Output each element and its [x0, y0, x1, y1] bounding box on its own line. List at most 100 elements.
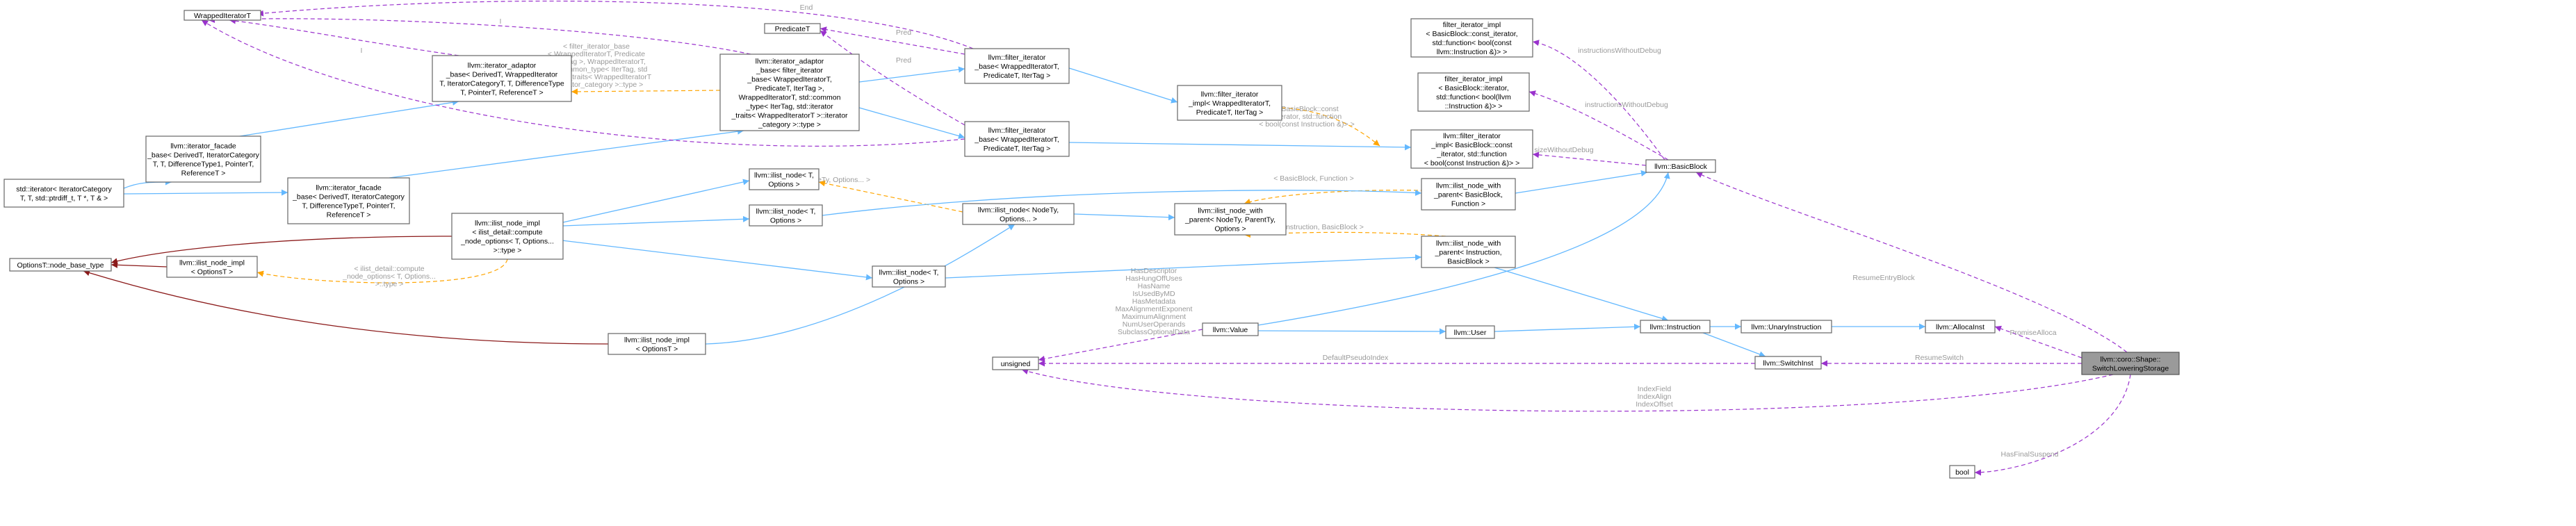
- edge-label-line: SubclassOptionalData: [1118, 328, 1190, 336]
- class-node-label: llvm::coro::Shape::: [2101, 356, 2161, 364]
- class-node-label: SwitchLoweringStorage: [2092, 365, 2169, 373]
- class-node-box: [749, 204, 823, 227]
- edge-compose-ilni_opts-to-optionsT: [111, 261, 168, 268]
- class-node-box: [962, 203, 1075, 225]
- class-node-fib2[interactable]: llvm::filter_iterator_base< WrappedItera…: [964, 121, 1070, 157]
- class-node-label: _traits< WrappedIteratorT >::iterator: [731, 112, 848, 120]
- edge-label-line: End: [800, 3, 813, 12]
- class-node-label: llvm::filter_iterator: [1443, 132, 1501, 140]
- edge-label-line: Pred: [896, 28, 911, 37]
- class-node-label: PredicateT: [775, 25, 810, 33]
- class-node-label: std::function< bool(llvm: [1436, 93, 1511, 101]
- class-node-label: llvm::SwitchInst: [1763, 359, 1813, 368]
- class-node-basicblock[interactable]: llvm::BasicBlock: [1645, 159, 1716, 173]
- class-node-iln_T_opt3[interactable]: llvm::ilist_node< T,Options >: [872, 265, 946, 288]
- class-node-label: BasicBlock >: [1447, 258, 1489, 266]
- class-node-label: _base< WrappedIteratorT,: [974, 135, 1059, 144]
- edge-member-storage-to-unsigned: [1021, 368, 2114, 412]
- class-node-fii_b[interactable]: filter_iterator_impl< BasicBlock::iterat…: [1417, 72, 1530, 112]
- class-node-adaptor2[interactable]: llvm::iterator_adaptor_base< filter_iter…: [719, 54, 860, 131]
- class-node-box: [1421, 236, 1516, 268]
- class-node-fib1[interactable]: llvm::filter_iterator_base< WrappedItera…: [964, 48, 1070, 84]
- edge-inherit-instruction-to-switchinst: [1702, 332, 1766, 358]
- class-node-label: filter_iterator_impl: [1443, 21, 1501, 29]
- class-node-facade2[interactable]: llvm::iterator_facade_base< DerivedT, It…: [287, 177, 410, 224]
- class-node-std_iter[interactable]: std::iterator< IteratorCategoryT, T, std…: [3, 179, 124, 208]
- class-node-bool[interactable]: bool: [1949, 465, 1975, 479]
- class-node-facade1[interactable]: llvm::iterator_facade_base< DerivedT, It…: [145, 135, 261, 183]
- class-node-label: bool: [1955, 468, 1969, 477]
- class-node-iln_nodety[interactable]: llvm::ilist_node< NodeTy,Options... >: [962, 203, 1075, 225]
- class-node-ilni_main[interactable]: llvm::ilist_node_impl< ilist_detail::com…: [451, 213, 564, 260]
- class-node-unary[interactable]: llvm::UnaryInstruction: [1741, 320, 1832, 334]
- class-node-label: llvm::iterator_facade: [170, 142, 236, 151]
- class-node-label: ::Instruction &)> >: [1445, 102, 1503, 110]
- class-node-label: < OptionsT >: [191, 268, 234, 277]
- edge-label-line: >::iterator_category >::type >: [550, 81, 644, 89]
- edge-label-line: >::type >: [375, 280, 404, 288]
- edge-member-fib2-to-predicate: [820, 30, 965, 126]
- edge-label-line: HasHungOffUses: [1125, 274, 1182, 283]
- class-node-value[interactable]: llvm::Value: [1202, 322, 1259, 336]
- class-node-storage[interactable]: llvm::coro::Shape::SwitchLoweringStorage: [2081, 352, 2180, 375]
- class-node-box: [145, 135, 261, 183]
- class-node-label: PredicateT, IterTag >: [984, 145, 1051, 153]
- class-node-predicate[interactable]: PredicateT: [764, 23, 821, 34]
- class-node-ilnwp_bb[interactable]: llvm::ilist_node_with_parent< BasicBlock…: [1421, 178, 1516, 211]
- class-node-wrapped[interactable]: WrappedIteratorT: [184, 10, 261, 21]
- class-node-label: WrappedIteratorT, std::common: [739, 94, 841, 102]
- edge-label: DefaultPseudoIndex: [1323, 354, 1389, 362]
- class-node-box: [764, 23, 821, 34]
- class-node-ilni_opts[interactable]: llvm::ilist_node_impl< OptionsT >: [166, 256, 258, 278]
- class-node-fii1[interactable]: llvm::filter_iterator_impl< WrappedItera…: [1177, 85, 1282, 121]
- class-node-box: [992, 356, 1039, 370]
- edge-label-line: instructionsWithoutDebug: [1585, 101, 1668, 109]
- class-node-label: llvm::UnaryInstruction: [1752, 323, 1822, 331]
- edge-member-fib2-to-wrapped: [201, 19, 965, 147]
- class-node-box: [1421, 178, 1516, 211]
- class-node-label: std::function< bool(const: [1432, 39, 1511, 47]
- edge-template-ilni_main-to-ilni_opts: [256, 258, 508, 283]
- class-node-label: < ilist_detail::compute: [472, 229, 542, 237]
- class-node-label: _parent< BasicBlock,: [1433, 191, 1503, 199]
- edge-inherit-adaptor2-to-fib1: [858, 66, 965, 83]
- class-node-unsigned[interactable]: unsigned: [992, 356, 1039, 370]
- class-node-box: [719, 54, 860, 131]
- class-node-iln_T_opt2[interactable]: llvm::ilist_node< T,Options >: [749, 168, 820, 190]
- class-node-adaptor1[interactable]: llvm::iterator_adaptor_base< DerivedT, W…: [432, 55, 572, 102]
- class-node-label: llvm::ilist_node_with: [1198, 207, 1263, 215]
- class-node-ilni_bottom[interactable]: llvm::ilist_node_impl< OptionsT >: [608, 333, 706, 355]
- class-node-instruction[interactable]: llvm::Instruction: [1640, 320, 1711, 334]
- class-node-box: [287, 177, 410, 224]
- edge-member-fib1-to-wrapped: [256, 0, 974, 49]
- class-node-fii_c[interactable]: llvm::filter_iterator_impl< BasicBlock::…: [1410, 129, 1533, 169]
- edge-label-line: < WrappedIteratorT, Predicate: [548, 50, 645, 58]
- edge-label-line: ResumeEntryBlock: [1852, 274, 1915, 282]
- edge-label-line: IndexField: [1638, 385, 1672, 393]
- class-node-label: < BasicBlock::const_iterator,: [1426, 30, 1517, 38]
- class-node-label: llvm::Instruction: [1650, 323, 1701, 331]
- class-node-optionsT[interactable]: OptionsT::node_base_type: [9, 258, 112, 272]
- edge-label-line: NumUserOperands: [1123, 320, 1185, 329]
- edge-label: I: [500, 17, 502, 26]
- edge-member-adaptor2-to-wrapped: [208, 17, 751, 55]
- edge-label-line: IndexAlign: [1637, 393, 1671, 401]
- edge-label-line: HasName: [1138, 282, 1171, 290]
- edge-inherit-fib1-to-fii1: [1068, 67, 1178, 104]
- class-node-label: < OptionsT >: [636, 345, 678, 354]
- class-node-label: _iterator, std::function: [1436, 150, 1507, 158]
- class-node-fii_a[interactable]: filter_iterator_impl< BasicBlock::const_…: [1410, 18, 1533, 58]
- edge-template-iln_nodety-to-iln_T_opt2: [818, 180, 963, 213]
- class-node-alloca[interactable]: llvm::AllocaInst: [1925, 320, 1996, 334]
- class-node-label: < BasicBlock::iterator,: [1438, 84, 1508, 92]
- edge-inherit-ilni_bottom-to-iln_nodety: [705, 224, 1016, 345]
- class-node-label: Options >: [1214, 225, 1246, 233]
- class-node-user[interactable]: llvm::User: [1445, 325, 1495, 339]
- class-node-ilnwp_inst[interactable]: llvm::ilist_node_with_parent< Instructio…: [1421, 236, 1516, 268]
- class-node-iln_T_opt[interactable]: llvm::ilist_node< T,Options >: [749, 204, 823, 227]
- edge-label-line: HasFinalSuspend: [2001, 450, 2059, 459]
- class-node-ilnwp_generic[interactable]: llvm::ilist_node_with_parent< NodeTy, Pa…: [1174, 203, 1287, 236]
- class-node-label: _category >::type >: [758, 121, 821, 129]
- class-node-switchinst[interactable]: llvm::SwitchInst: [1754, 356, 1822, 370]
- class-node-box: [1202, 322, 1259, 336]
